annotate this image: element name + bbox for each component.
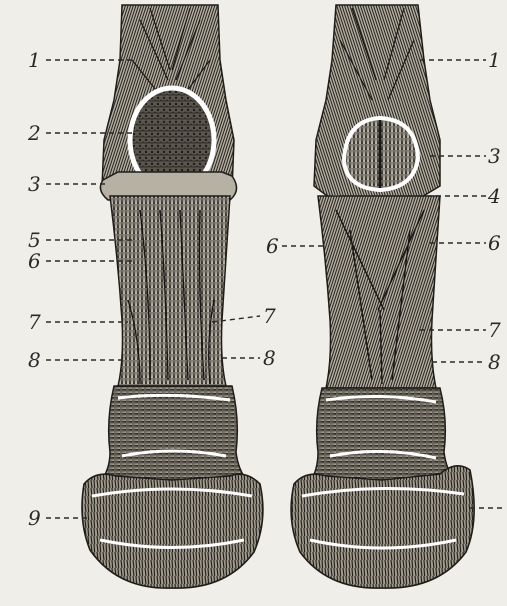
right-pastern: [318, 196, 440, 388]
label-left-inner-7: 7: [263, 306, 276, 326]
label-left-1: 1: [28, 50, 41, 70]
label-right-4: 4: [488, 186, 501, 206]
label-right-1: 1: [488, 50, 501, 70]
left-leg: [82, 5, 263, 588]
left-hoof: [82, 474, 263, 588]
right-hoof: [291, 466, 474, 588]
label-left-9: 9: [28, 508, 41, 528]
right-leg: [291, 5, 474, 588]
label-left-2: 2: [28, 123, 41, 143]
label-left-3: 3: [28, 174, 41, 194]
label-left-7: 7: [28, 312, 41, 332]
label-right-8: 8: [488, 352, 501, 372]
label-left-5: 5: [28, 230, 41, 250]
label-left-6: 6: [28, 251, 41, 271]
label-left-8: 8: [28, 350, 41, 370]
left-pastern: [110, 196, 230, 386]
label-right-6: 6: [488, 233, 501, 253]
label-right-7: 7: [488, 320, 501, 340]
label-right-3: 3: [488, 146, 501, 166]
label-left-inner-8: 8: [263, 348, 276, 368]
label-right-inner-6: 6: [266, 236, 279, 256]
